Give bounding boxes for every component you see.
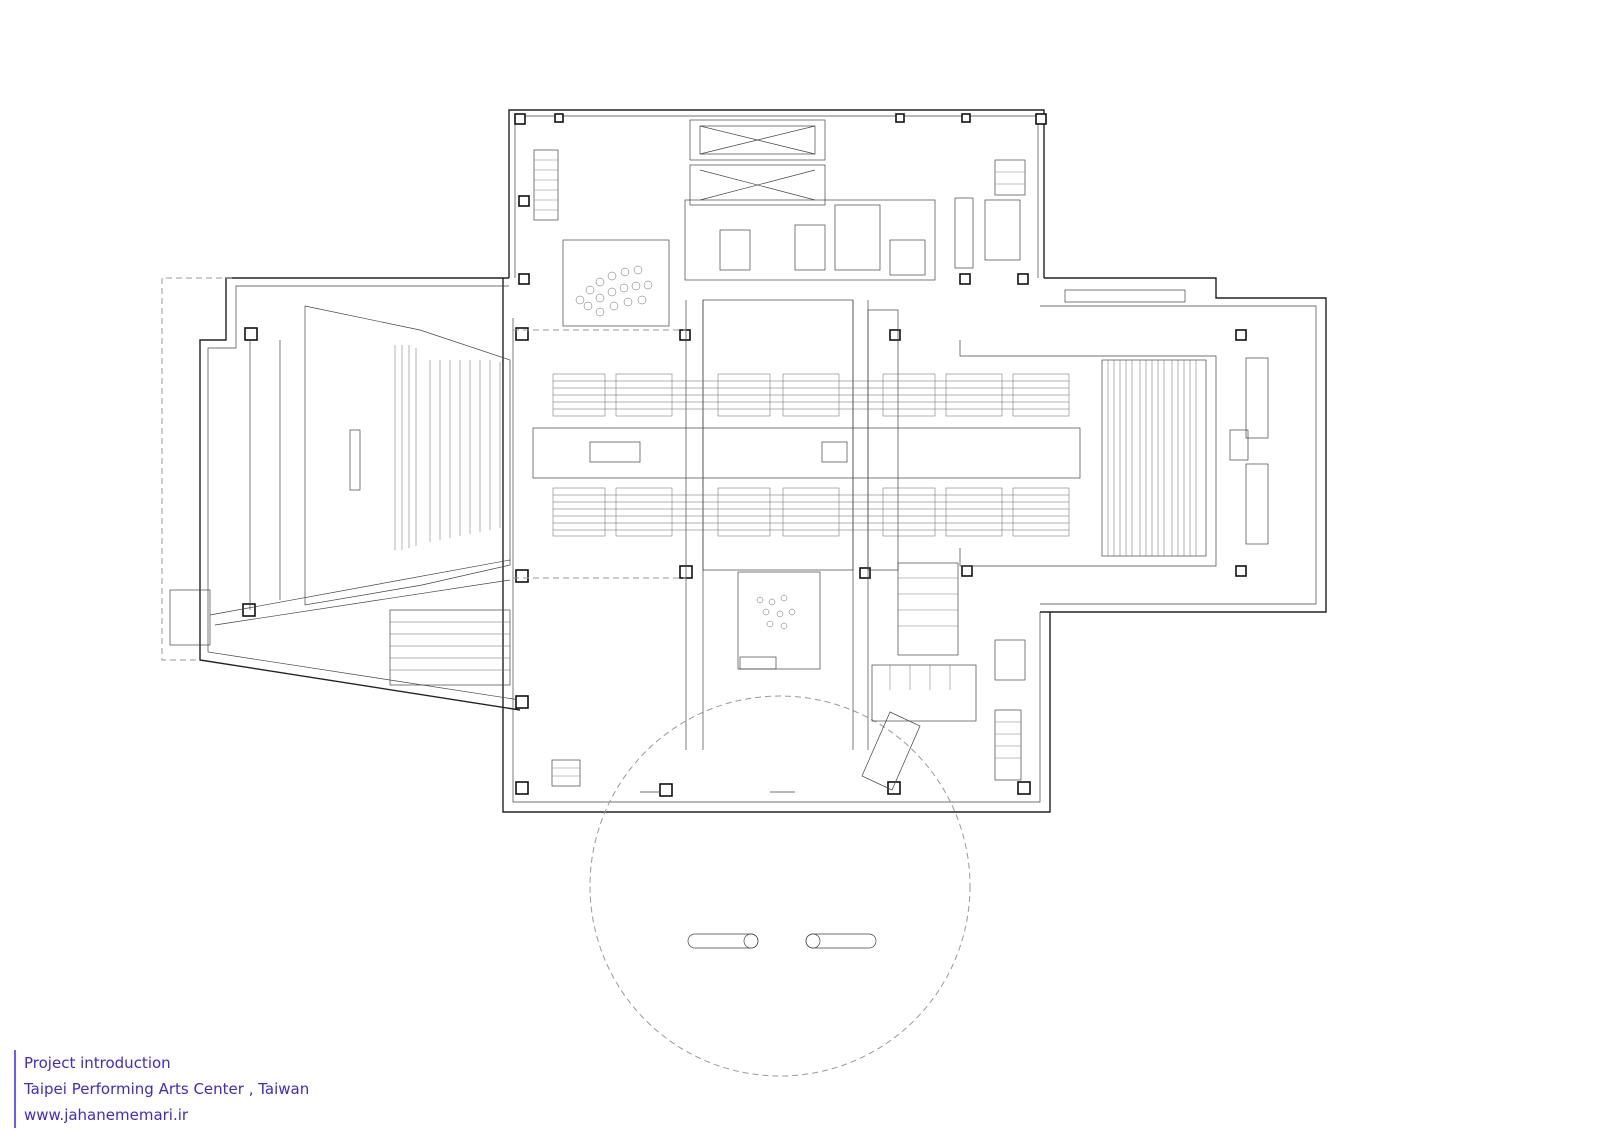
caption-title: Project introduction (24, 1054, 171, 1072)
structural-columns (242, 113, 1247, 797)
project-caption: Project introduction Taipei Performing A… (14, 1050, 309, 1128)
caption-website: www.jahanememari.ir (24, 1106, 189, 1124)
building-outline (161, 109, 1327, 1077)
entrance-plaza (640, 791, 877, 949)
service-core (533, 119, 1026, 327)
west-theatre (169, 305, 511, 686)
hall-seat-rows (553, 380, 1069, 531)
caption-project-name: Taipei Performing Arts Center , Taiwan (24, 1080, 310, 1098)
east-theatre (959, 289, 1269, 567)
east-seat-rows (1107, 360, 1197, 556)
restrooms-and-services (551, 562, 1026, 791)
rehearsal-seating (575, 265, 653, 317)
grand-hall (513, 299, 1081, 750)
hall-seat-blocks (552, 373, 1070, 537)
west-seat-rows (394, 345, 501, 550)
